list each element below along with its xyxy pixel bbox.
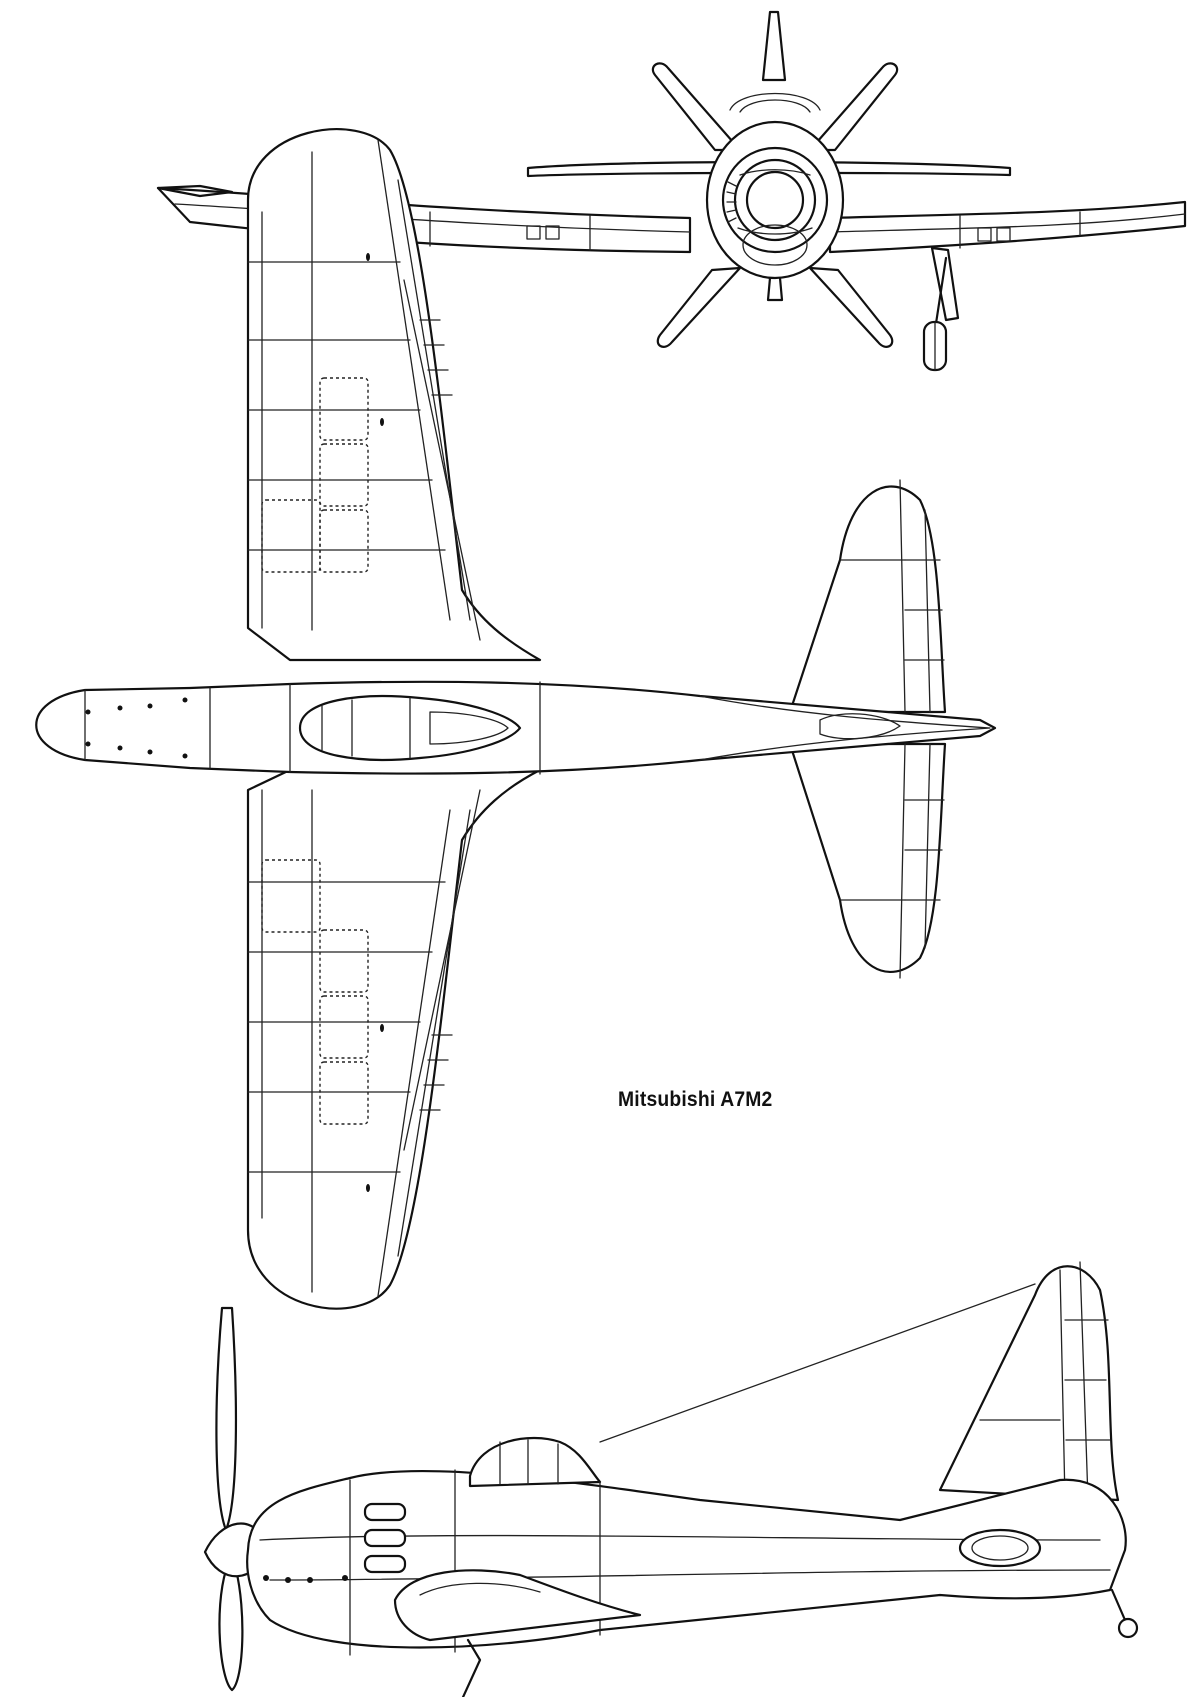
- front-view: [156, 10, 1187, 372]
- side-view: [203, 1261, 1139, 1697]
- top-view: [35, 128, 997, 1310]
- aircraft-title: Mitsubishi A7M2: [618, 1088, 773, 1111]
